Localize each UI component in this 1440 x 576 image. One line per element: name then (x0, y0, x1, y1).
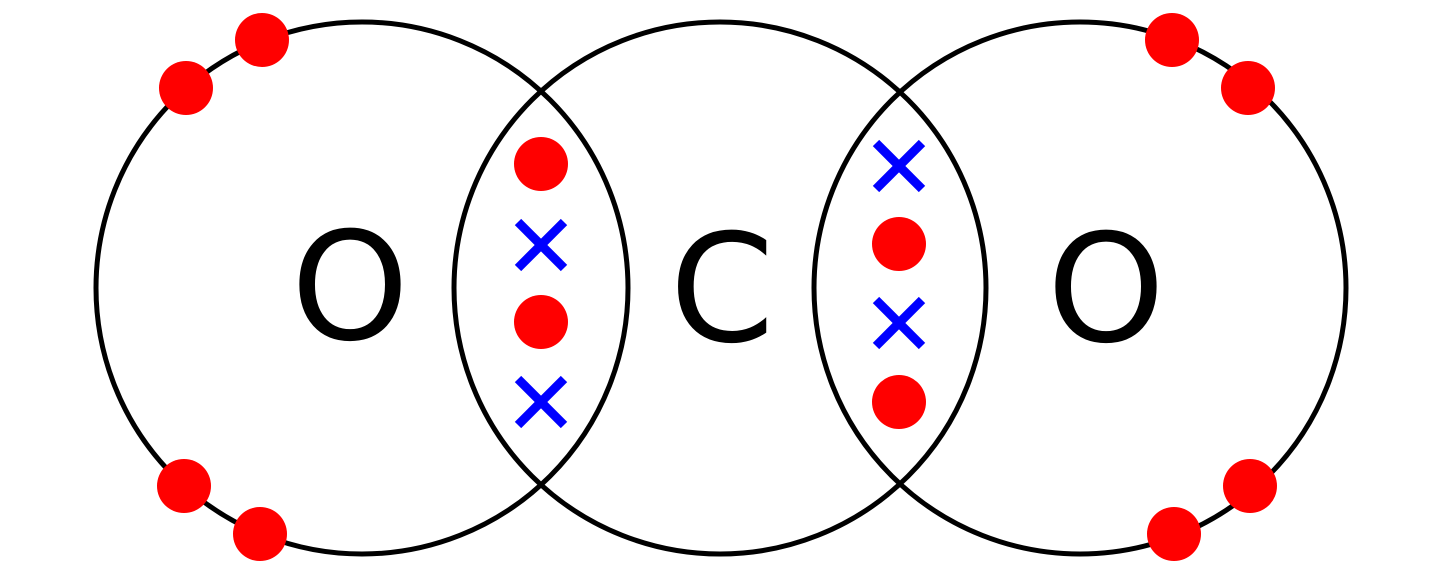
shared-carbon-electron-cross (872, 139, 926, 193)
oxygen-electron-dot (1147, 507, 1201, 561)
oxygen-right-shell (811, 19, 1349, 557)
shared-oxygen-electron-dot (514, 295, 568, 349)
oxygen-electron-dot (1221, 61, 1275, 115)
shared-oxygen-electron-dot (872, 217, 926, 271)
oxygen-electron-dot (159, 61, 213, 115)
oxygen-right-symbol: O (1047, 203, 1165, 377)
oxygen-left-shell (93, 19, 631, 557)
shared-oxygen-electron-dot (514, 137, 568, 191)
oxygen-left-symbol: O (291, 201, 409, 375)
shared-oxygen-electron-dot (872, 375, 926, 429)
shared-carbon-electron-cross (514, 218, 568, 272)
carbon-shell (451, 19, 989, 557)
shared-carbon-electron-cross (514, 375, 568, 429)
oxygen-electron-dot (235, 13, 289, 67)
oxygen-electron-dot (233, 507, 287, 561)
shared-carbon-electron-cross (872, 296, 926, 350)
carbon-symbol: C (670, 203, 775, 377)
oxygen-electron-dot (1223, 459, 1277, 513)
oxygen-electron-dot (157, 459, 211, 513)
oxygen-electron-dot (1145, 13, 1199, 67)
